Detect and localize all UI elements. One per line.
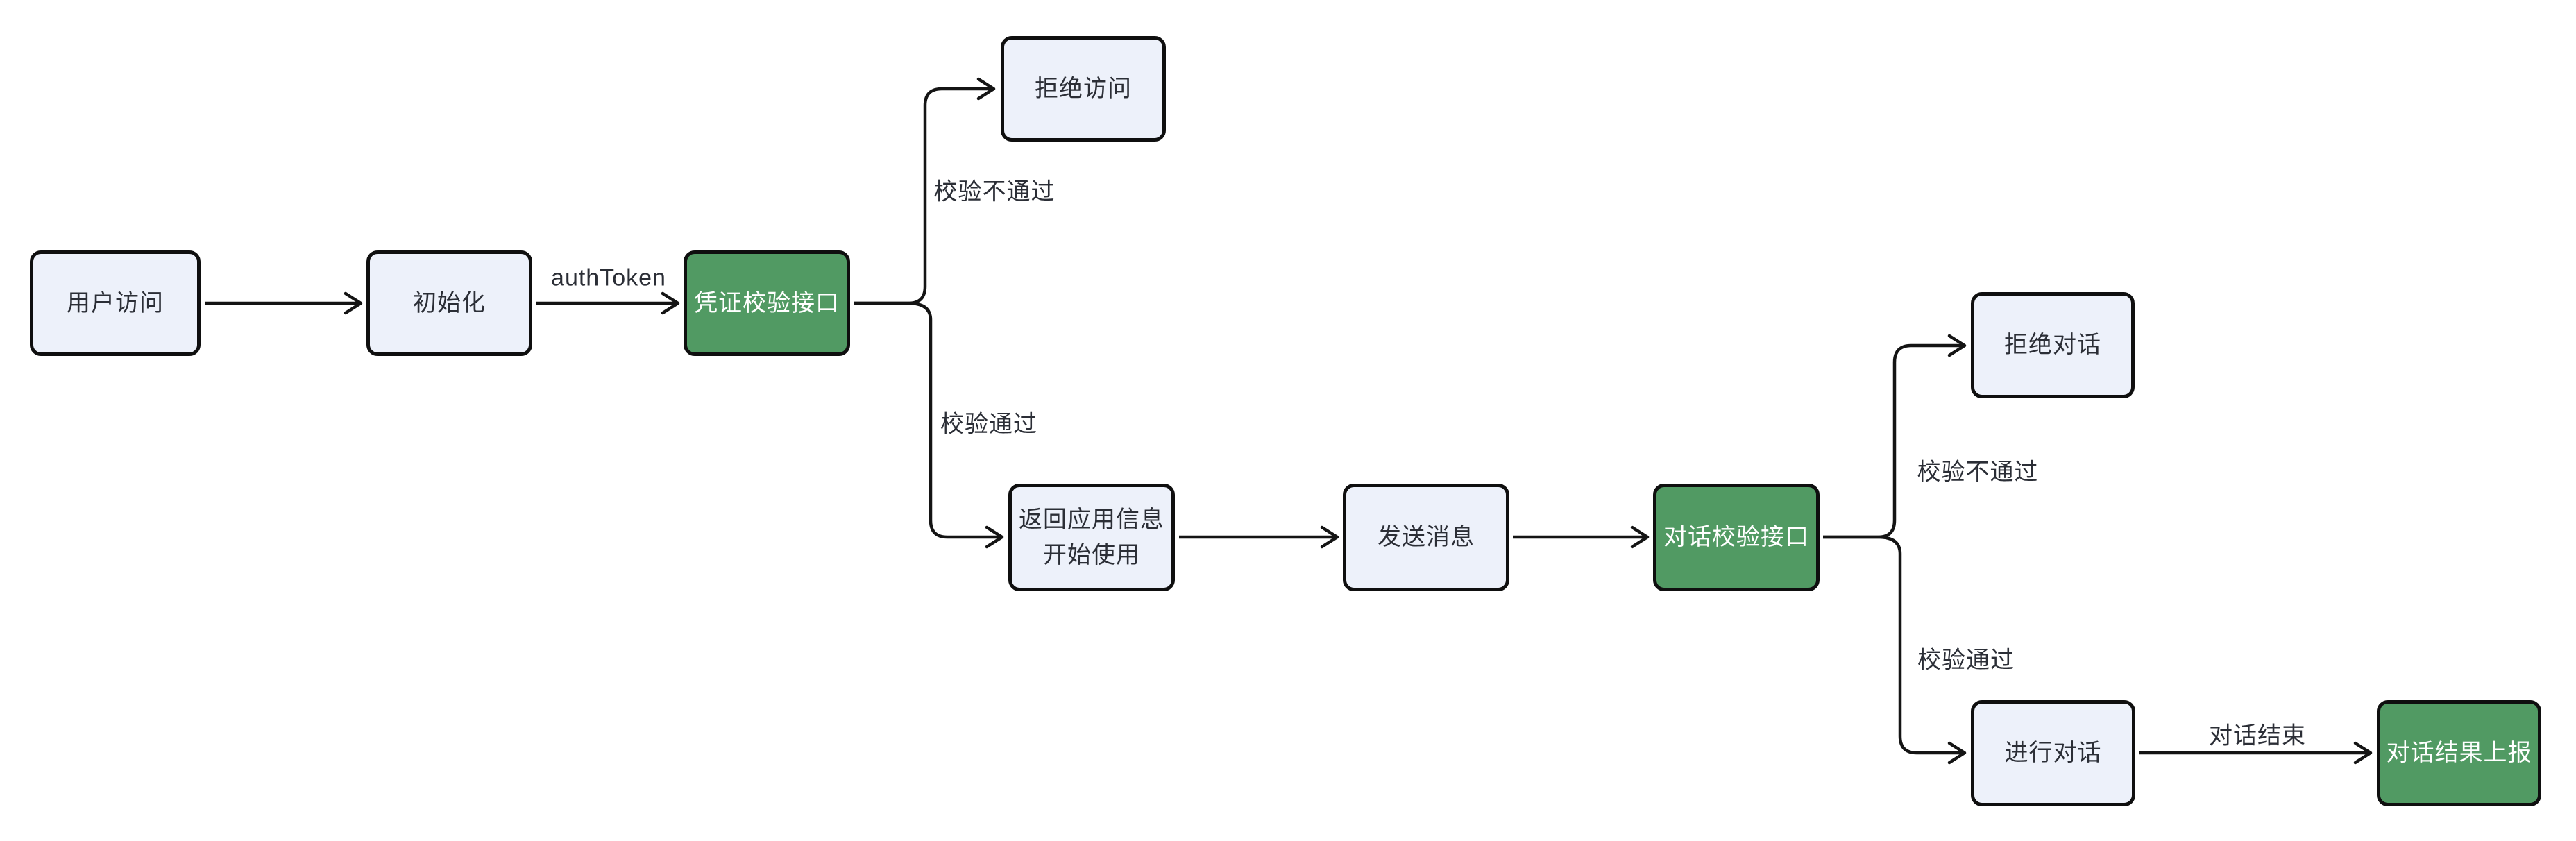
node-label: 拒绝对话 bbox=[2004, 332, 2101, 358]
node-user-access: 用户访问 bbox=[30, 250, 201, 356]
edge-label-dialog-end: 对话结束 bbox=[2206, 716, 2309, 751]
edge-label-check-fail-2: 校验不通过 bbox=[1914, 452, 2042, 487]
node-label: 凭证校验接口 bbox=[694, 289, 840, 316]
node-credential-check-api: 凭证校验接口 bbox=[684, 250, 850, 356]
node-label: 进行对话 bbox=[2004, 740, 2102, 766]
edge-label-authtoken: authToken bbox=[548, 264, 669, 292]
node-do-dialog: 进行对话 bbox=[1971, 700, 2135, 806]
node-deny-dialog: 拒绝对话 bbox=[1971, 292, 2135, 398]
edge-label-check-pass-1: 校验通过 bbox=[938, 405, 1040, 439]
node-label: 发送消息 bbox=[1378, 524, 1475, 550]
node-label: 拒绝访问 bbox=[1035, 75, 1132, 102]
node-deny-access: 拒绝访问 bbox=[1001, 36, 1166, 142]
edge-label-check-fail-1: 校验不通过 bbox=[931, 172, 1058, 207]
node-dialog-check-api: 对话校验接口 bbox=[1653, 484, 1820, 591]
edge-dialog-check-to-deny-dialog bbox=[1823, 334, 1967, 539]
node-label-line2: 开始使用 bbox=[1043, 541, 1140, 568]
node-report-dialog-result: 对话结果上报 bbox=[2377, 700, 2541, 806]
edge-credential-check-to-return-app-info bbox=[854, 301, 1004, 549]
node-label: 用户访问 bbox=[67, 289, 164, 316]
node-return-app-info: 返回应用信息 开始使用 bbox=[1008, 484, 1175, 591]
node-init: 初始化 bbox=[366, 250, 532, 356]
node-label-line1: 返回应用信息 bbox=[1019, 506, 1164, 533]
node-label: 对话校验接口 bbox=[1663, 524, 1809, 550]
node-send-message: 发送消息 bbox=[1343, 484, 1509, 591]
edge-dialog-check-to-do-dialog bbox=[1823, 535, 1967, 765]
node-label: 对话结果上报 bbox=[2386, 740, 2532, 766]
node-label: 初始化 bbox=[413, 289, 486, 316]
edge-label-check-pass-2: 校验通过 bbox=[1915, 640, 2017, 675]
